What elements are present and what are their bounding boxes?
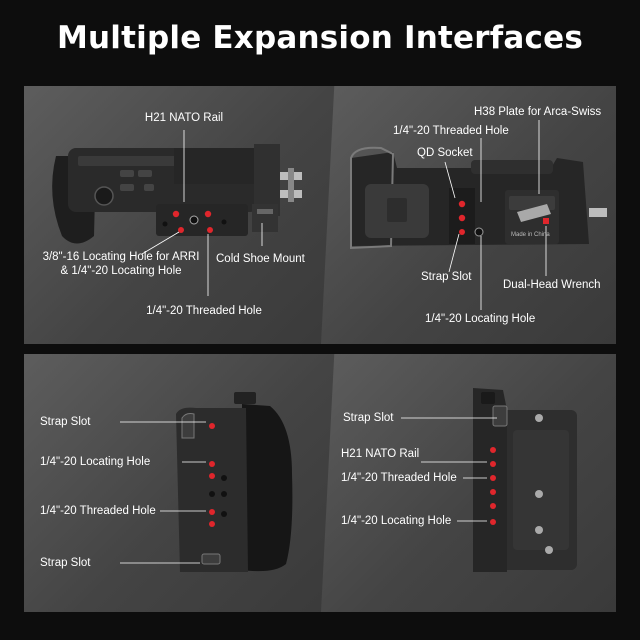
cold-shoe-label: Cold Shoe Mount	[216, 253, 305, 265]
strap-slot-label: Strap Slot	[421, 271, 472, 283]
nato-rail-label: H21 NATO Rail	[341, 448, 420, 460]
camera-cage-bottom-view-illustration	[350, 120, 607, 310]
engraving-text: Made in China	[511, 232, 550, 238]
panel-left-side-view: Strap Slot 1/4"-20 Locating Hole 1/4"-20…	[24, 354, 335, 612]
nato-rail-label: H21 NATO Rail	[144, 112, 224, 124]
arri-hole-label-line1: 3/8"-16 Locating Hole for ARRI	[42, 251, 200, 263]
camera-cage-right-side-illustration	[401, 388, 577, 572]
panel-top-view: H21 NATO Rail 3/8"-16 Locating Hole for …	[24, 86, 335, 344]
locating-hole-label: 1/4"-20 Locating Hole	[40, 456, 151, 468]
dual-head-wrench-label: Dual-Head Wrench	[503, 279, 601, 291]
threaded-hole-label: 1/4"-20 Threaded Hole	[393, 125, 509, 137]
qd-socket-label: QD Socket	[417, 147, 473, 159]
panel-bottom-view: Made in China H38 Plate for Arca-Swiss 1…	[321, 86, 616, 344]
strap-slot-top-label: Strap Slot	[40, 416, 91, 428]
strap-slot-label: Strap Slot	[343, 412, 394, 424]
panel-right-side-view: Strap Slot H21 NATO Rail 1/4"-20 Threade…	[321, 354, 616, 612]
strap-slot-bottom-label: Strap Slot	[40, 557, 91, 569]
locating-hole-label: 1/4"-20 Locating Hole	[425, 313, 536, 325]
locating-hole-label: 1/4"-20 Locating Hole	[341, 515, 452, 527]
threaded-hole-label: 1/4"-20 Threaded Hole	[40, 505, 156, 517]
arri-hole-label-line2: & 1/4"-20 Locating Hole	[60, 265, 182, 277]
camera-cage-top-view-illustration	[52, 130, 302, 296]
page-title: Multiple Expansion Interfaces	[56, 20, 583, 56]
threaded-hole-label: 1/4"-20 Threaded Hole	[146, 305, 262, 317]
threaded-hole-label: 1/4"-20 Threaded Hole	[341, 472, 457, 484]
camera-cage-left-side-illustration	[120, 392, 293, 572]
h38-plate-label: H38 Plate for Arca-Swiss	[474, 106, 602, 118]
